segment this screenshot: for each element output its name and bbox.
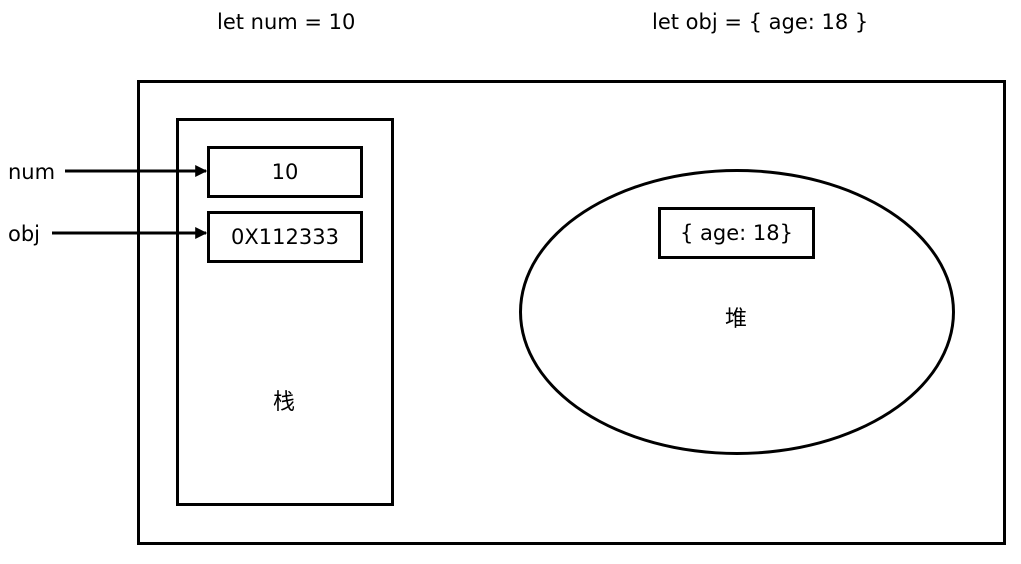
variable-obj-label: obj xyxy=(8,222,41,246)
stack-cell-num: 10 xyxy=(207,146,363,198)
stack-label: 栈 xyxy=(273,390,296,415)
stack-cell-obj-address: 0X112333 xyxy=(231,225,339,249)
heap-object-value: { age: 18} xyxy=(680,221,793,245)
heap-object-box: { age: 18} xyxy=(658,207,815,259)
code-let-obj: let obj = { age: 18 } xyxy=(652,10,869,34)
heap-region xyxy=(519,169,955,455)
code-let-num: let num = 10 xyxy=(217,10,356,34)
stack-cell-obj: 0X112333 xyxy=(207,211,363,263)
heap-label: 堆 xyxy=(725,307,748,332)
stack-region xyxy=(176,118,394,506)
stack-cell-num-value: 10 xyxy=(271,160,299,184)
memory-frame xyxy=(137,80,1006,545)
variable-num-label: num xyxy=(8,160,56,184)
